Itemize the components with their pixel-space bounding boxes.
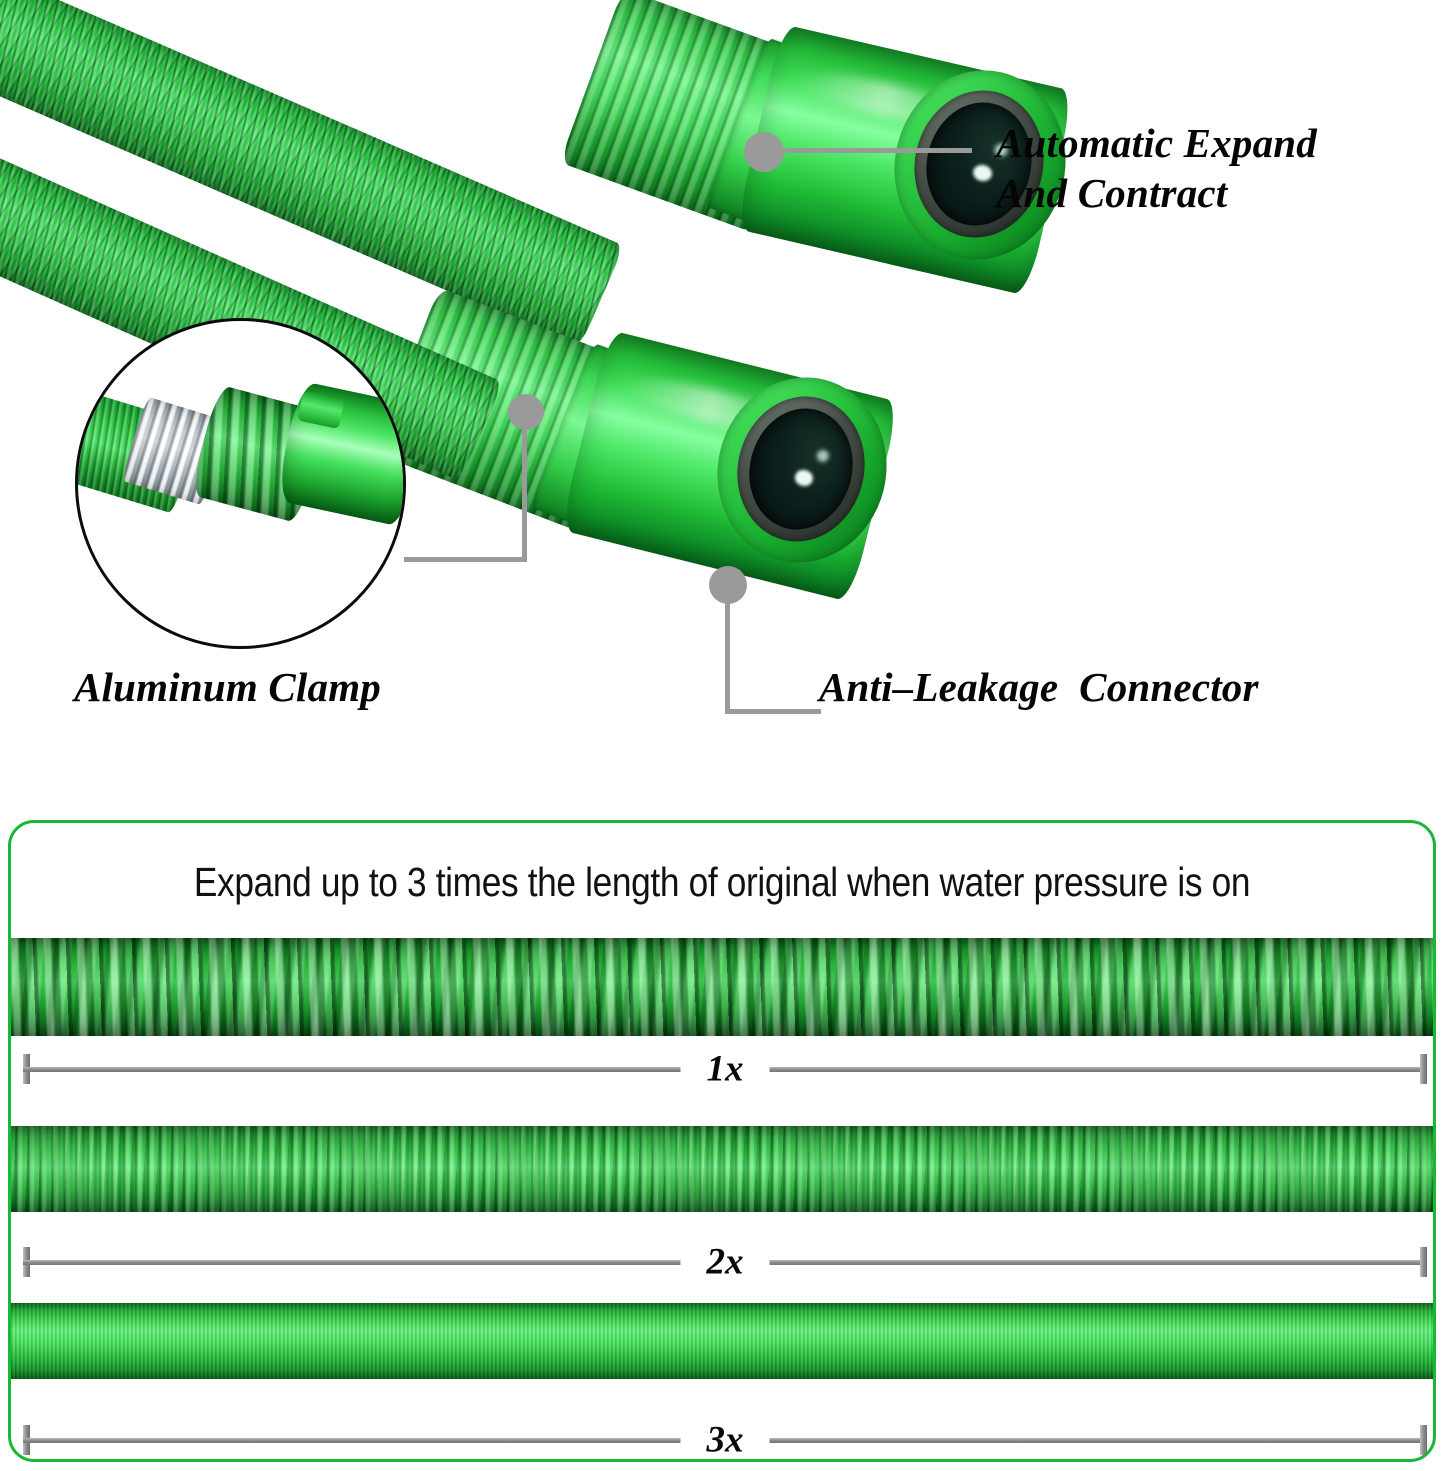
callout-label-anti-leakage: Anti–Leakage Connector [819, 664, 1259, 710]
dimension-label-1x: 1x [680, 1050, 770, 1088]
leader-line-aluminum-clamp-horizontal [404, 557, 527, 562]
dimension-line-3x: 3x [23, 1421, 1427, 1459]
expansion-panel-heading: Expand up to 3 times the length of origi… [193, 859, 1251, 905]
leader-line-anti-leakage-horizontal [725, 709, 821, 714]
aluminum-clamp-inset-circle [75, 318, 406, 649]
callout-label-automatic-expand: Automatic Expand And Contract [996, 120, 1318, 217]
dimension-cap-right-1x [1420, 1054, 1427, 1084]
dimension-label-3x: 3x [680, 1421, 770, 1459]
dimension-cap-right-2x [1420, 1247, 1427, 1277]
connector-bottom [375, 287, 920, 715]
dimension-label-2x: 2x [680, 1243, 770, 1281]
dimension-line-2x: 2x [23, 1243, 1427, 1281]
dimension-line-1x: 1x [23, 1050, 1427, 1088]
hose-image-1x [11, 938, 1433, 1036]
callout-dot-automatic-expand [744, 132, 784, 172]
dimension-cap-right-3x [1420, 1425, 1427, 1455]
leader-line-anti-leakage-vertical [725, 602, 730, 714]
callout-label-aluminum-clamp: Aluminum Clamp [74, 664, 381, 710]
hose-image-2x [11, 1126, 1433, 1212]
leader-line-aluminum-clamp-vertical [522, 428, 527, 562]
expansion-comparison-panel: Expand up to 3 times the length of origi… [8, 820, 1436, 1462]
callout-dot-anti-leakage [709, 566, 747, 604]
callout-dot-aluminum-clamp [508, 394, 544, 430]
hose-image-3x [11, 1303, 1433, 1379]
leader-line-automatic-expand [782, 148, 972, 153]
product-photo-area: Automatic Expand And Contract Aluminum C… [0, 0, 1445, 780]
